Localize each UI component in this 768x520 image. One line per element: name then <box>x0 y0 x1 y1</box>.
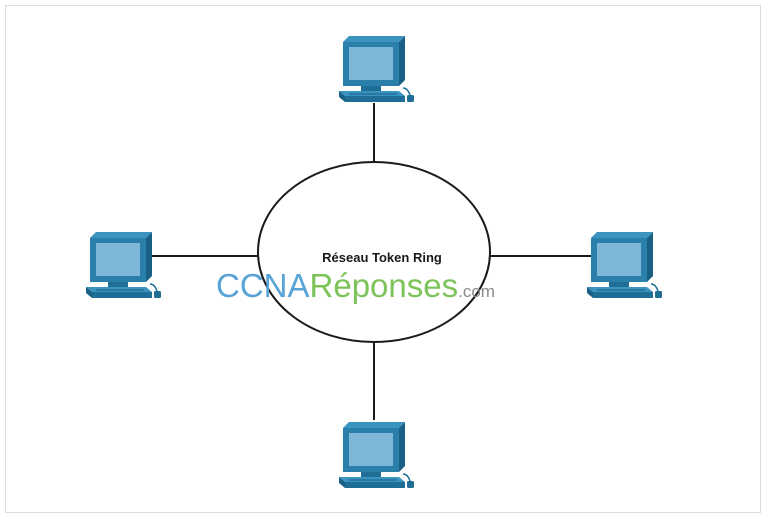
ring-label: Réseau Token Ring <box>322 250 442 265</box>
computer-icon[interactable] <box>85 231 162 299</box>
computer-icon[interactable] <box>586 231 663 299</box>
watermark-reponses: Réponses <box>310 267 459 304</box>
watermark: CCNARéponses.com <box>216 267 495 304</box>
computer-icon[interactable] <box>338 421 415 489</box>
computer-icon[interactable] <box>338 35 415 103</box>
watermark-ccna: CCNA <box>216 267 310 304</box>
token-ring <box>257 161 491 343</box>
watermark-com: .com <box>458 282 495 301</box>
